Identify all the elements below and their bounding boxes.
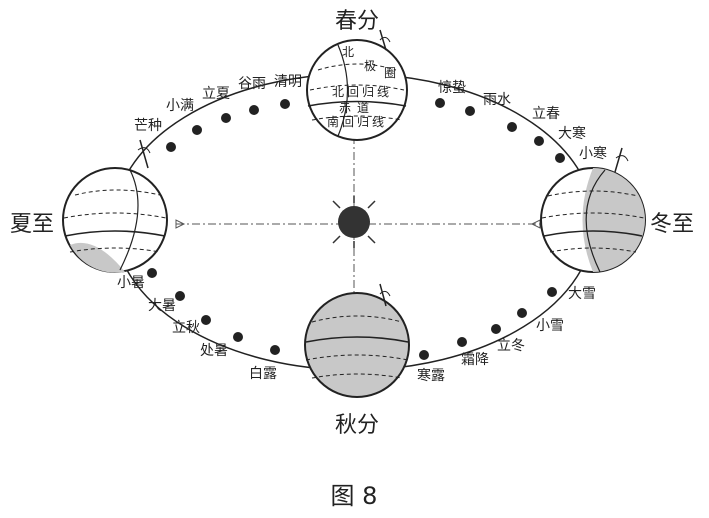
label-winter-solstice: 冬至 <box>650 212 694 237</box>
dot-shuangjiang <box>457 337 467 347</box>
globe-winter-solstice <box>541 148 645 272</box>
label-bailu: 白露 <box>249 366 277 382</box>
tropic-of-capricorn-label: 南回归线 <box>327 114 387 129</box>
dot-liqiu <box>201 315 211 325</box>
dot-lidong <box>491 324 501 334</box>
dot-lichun <box>507 122 517 132</box>
label-dashu: 大暑 <box>148 298 176 314</box>
label-dahan: 大寒 <box>558 125 586 142</box>
dot-guyu <box>249 105 259 115</box>
label-autumn-equinox: 秋分 <box>335 413 379 438</box>
label-qingming: 清明 <box>274 74 302 90</box>
dot-chushu <box>233 332 243 342</box>
dot-daxue <box>547 287 557 297</box>
dot-xiaohan <box>555 153 565 163</box>
label-xiaoxue: 小雪 <box>536 318 564 334</box>
dot-qingming <box>280 99 290 109</box>
tropic-of-cancer-label: 北回归线 <box>332 85 392 99</box>
label-xiaoshu: 小暑 <box>117 275 145 291</box>
dot-xiaoshu <box>147 268 157 278</box>
label-mangzhong: 芒种 <box>134 118 162 134</box>
dot-hanlu <box>419 350 429 360</box>
dot-jingzhe <box>435 98 445 108</box>
dot-mangzhong <box>166 142 176 152</box>
equator-label: 赤道 <box>339 101 375 115</box>
label-spring-equinox: 春分 <box>335 9 379 34</box>
label-lidong: 立冬 <box>497 338 525 354</box>
label-daxue: 大雪 <box>568 286 596 302</box>
label-yushui: 雨水 <box>483 92 511 108</box>
label-lichun: 立春 <box>532 106 560 122</box>
globe-spring-equinox: 北 极 圈 北回归线 赤道 南回归线 <box>307 30 407 140</box>
label-xiaohan: 小寒 <box>579 145 607 162</box>
globe-autumn-equinox <box>305 284 409 397</box>
figure-caption: 图 8 <box>331 482 378 510</box>
label-liqiu: 立秋 <box>172 320 200 336</box>
label-summer-solstice: 夏至 <box>10 212 54 237</box>
dot-xiaoman <box>192 125 202 135</box>
label-shuangjiang: 霜降 <box>461 352 489 368</box>
globe-summer-solstice <box>63 140 167 273</box>
label-guyu: 谷雨 <box>238 76 266 92</box>
label-hanlu: 寒露 <box>417 367 445 384</box>
label-lixia: 立夏 <box>202 86 230 102</box>
label-jingzhe: 惊蛰 <box>438 80 466 96</box>
dot-bailu <box>270 345 280 355</box>
arctic-circle-char-2: 极 <box>364 59 376 73</box>
dot-dahan <box>534 136 544 146</box>
dot-xiaoxue <box>517 308 527 318</box>
dot-dashu <box>175 291 185 301</box>
arctic-circle-char-3: 圈 <box>384 66 396 80</box>
label-xiaoman: 小满 <box>166 98 194 114</box>
dot-lixia <box>221 113 231 123</box>
dot-yushui <box>465 106 475 116</box>
arctic-circle-char-1: 北 <box>342 45 354 59</box>
label-chushu: 处暑 <box>200 343 228 359</box>
